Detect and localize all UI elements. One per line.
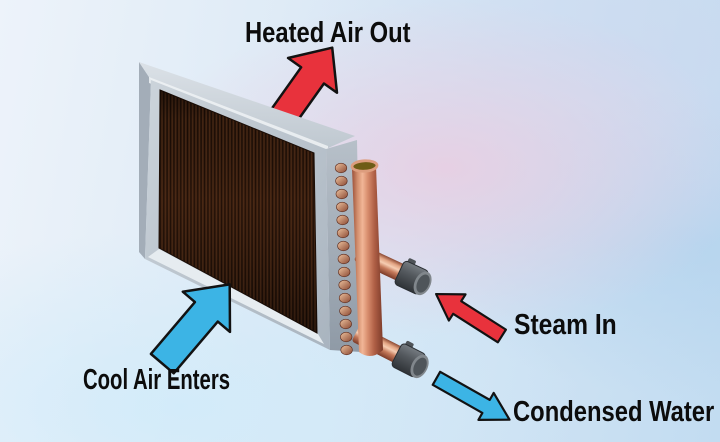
header-pipe-opening bbox=[350, 159, 379, 173]
coil-top-face bbox=[139, 62, 355, 149]
heated-air-out-label: Heated Air Out bbox=[245, 17, 411, 49]
coil-left-edge bbox=[139, 62, 151, 259]
condensed-water-arrow bbox=[431, 370, 511, 421]
heat-exchanger-unit bbox=[139, 62, 432, 379]
cool-air-arrow bbox=[149, 283, 232, 375]
fin-core bbox=[158, 89, 318, 334]
coil-bottom-lip-highlight bbox=[148, 249, 324, 344]
condensed-water-label: Condensed Water bbox=[513, 396, 715, 428]
steam-in-label: Steam In bbox=[514, 309, 617, 341]
steam-header-pipe bbox=[350, 159, 383, 357]
cool-air-enters-label: Cool Air Enters bbox=[83, 364, 231, 396]
tube-return-bends bbox=[334, 162, 353, 356]
steam-in-arrow bbox=[435, 292, 508, 344]
